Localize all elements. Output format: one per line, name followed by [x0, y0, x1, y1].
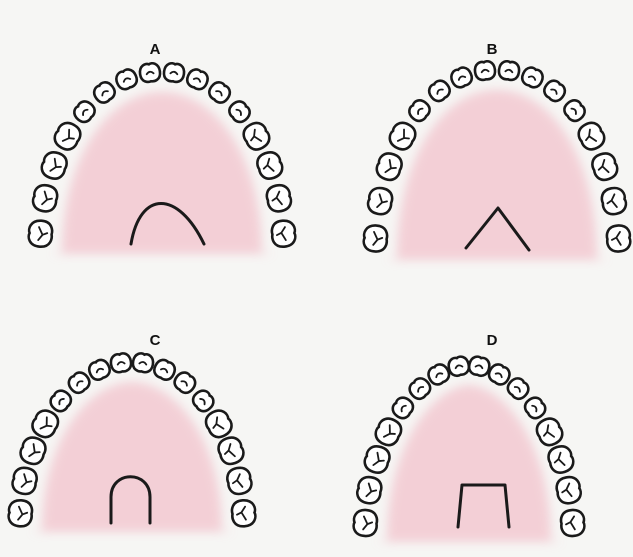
front-tooth: [71, 98, 98, 125]
molar-tooth: [29, 407, 62, 441]
molar-tooth: [240, 119, 273, 153]
front-tooth: [226, 98, 253, 125]
front-tooth: [110, 352, 133, 373]
molar-tooth: [533, 415, 565, 449]
front-tooth: [426, 78, 453, 105]
molar-tooth: [202, 407, 235, 441]
molar-tooth: [28, 220, 53, 247]
front-tooth: [171, 369, 198, 396]
front-tooth: [474, 60, 496, 81]
arch-panel-b: B: [363, 41, 631, 260]
molar-tooth: [575, 119, 608, 153]
front-tooth: [447, 355, 471, 377]
front-tooth: [163, 62, 185, 83]
molar-tooth: [255, 149, 285, 181]
molar-tooth: [226, 466, 254, 496]
front-tooth: [139, 62, 161, 83]
front-tooth: [520, 65, 546, 90]
molar-tooth: [216, 435, 246, 467]
molar-tooth: [39, 149, 69, 181]
molar-tooth: [18, 435, 48, 467]
molar-tooth: [372, 415, 404, 449]
front-tooth: [47, 387, 74, 414]
front-tooth: [406, 97, 433, 124]
panel-label-b: B: [487, 41, 498, 58]
front-tooth: [541, 78, 568, 105]
molar-tooth: [271, 220, 296, 247]
front-tooth: [467, 355, 491, 377]
arch-panel-d: D: [353, 332, 585, 542]
molar-tooth: [362, 444, 392, 476]
molar-tooth: [353, 509, 377, 536]
molar-tooth: [386, 119, 419, 153]
front-tooth: [87, 357, 113, 382]
molar-tooth: [374, 151, 404, 183]
panel-label-a: A: [150, 41, 161, 58]
molar-tooth: [356, 475, 383, 505]
arch-panel-a: A: [28, 41, 296, 254]
molar-tooth: [11, 466, 39, 496]
panel-label-d: D: [487, 332, 498, 349]
front-tooth: [449, 65, 475, 90]
front-tooth: [498, 60, 520, 81]
front-tooth: [185, 67, 211, 92]
molar-tooth: [51, 119, 84, 153]
front-tooth: [561, 97, 588, 124]
front-tooth: [91, 79, 118, 105]
molar-tooth: [606, 225, 631, 252]
front-tooth: [390, 394, 416, 421]
molar-tooth: [363, 225, 388, 252]
front-tooth: [66, 369, 93, 396]
molar-tooth: [600, 186, 627, 216]
front-tooth: [132, 352, 155, 373]
molar-tooth: [590, 151, 620, 183]
molar-tooth: [231, 500, 256, 527]
molar-tooth: [8, 500, 33, 527]
front-tooth: [152, 357, 178, 382]
panel-label-c: C: [150, 332, 161, 349]
molar-tooth: [31, 183, 59, 213]
molar-tooth: [546, 444, 576, 476]
molar-tooth: [555, 475, 582, 505]
molar-tooth: [265, 183, 293, 213]
front-tooth: [522, 394, 548, 421]
front-tooth: [206, 79, 233, 105]
front-tooth: [114, 67, 140, 92]
arch-panel-c: C: [8, 332, 256, 532]
molar-tooth: [560, 509, 584, 536]
front-tooth: [190, 387, 217, 414]
molar-tooth: [366, 186, 393, 216]
